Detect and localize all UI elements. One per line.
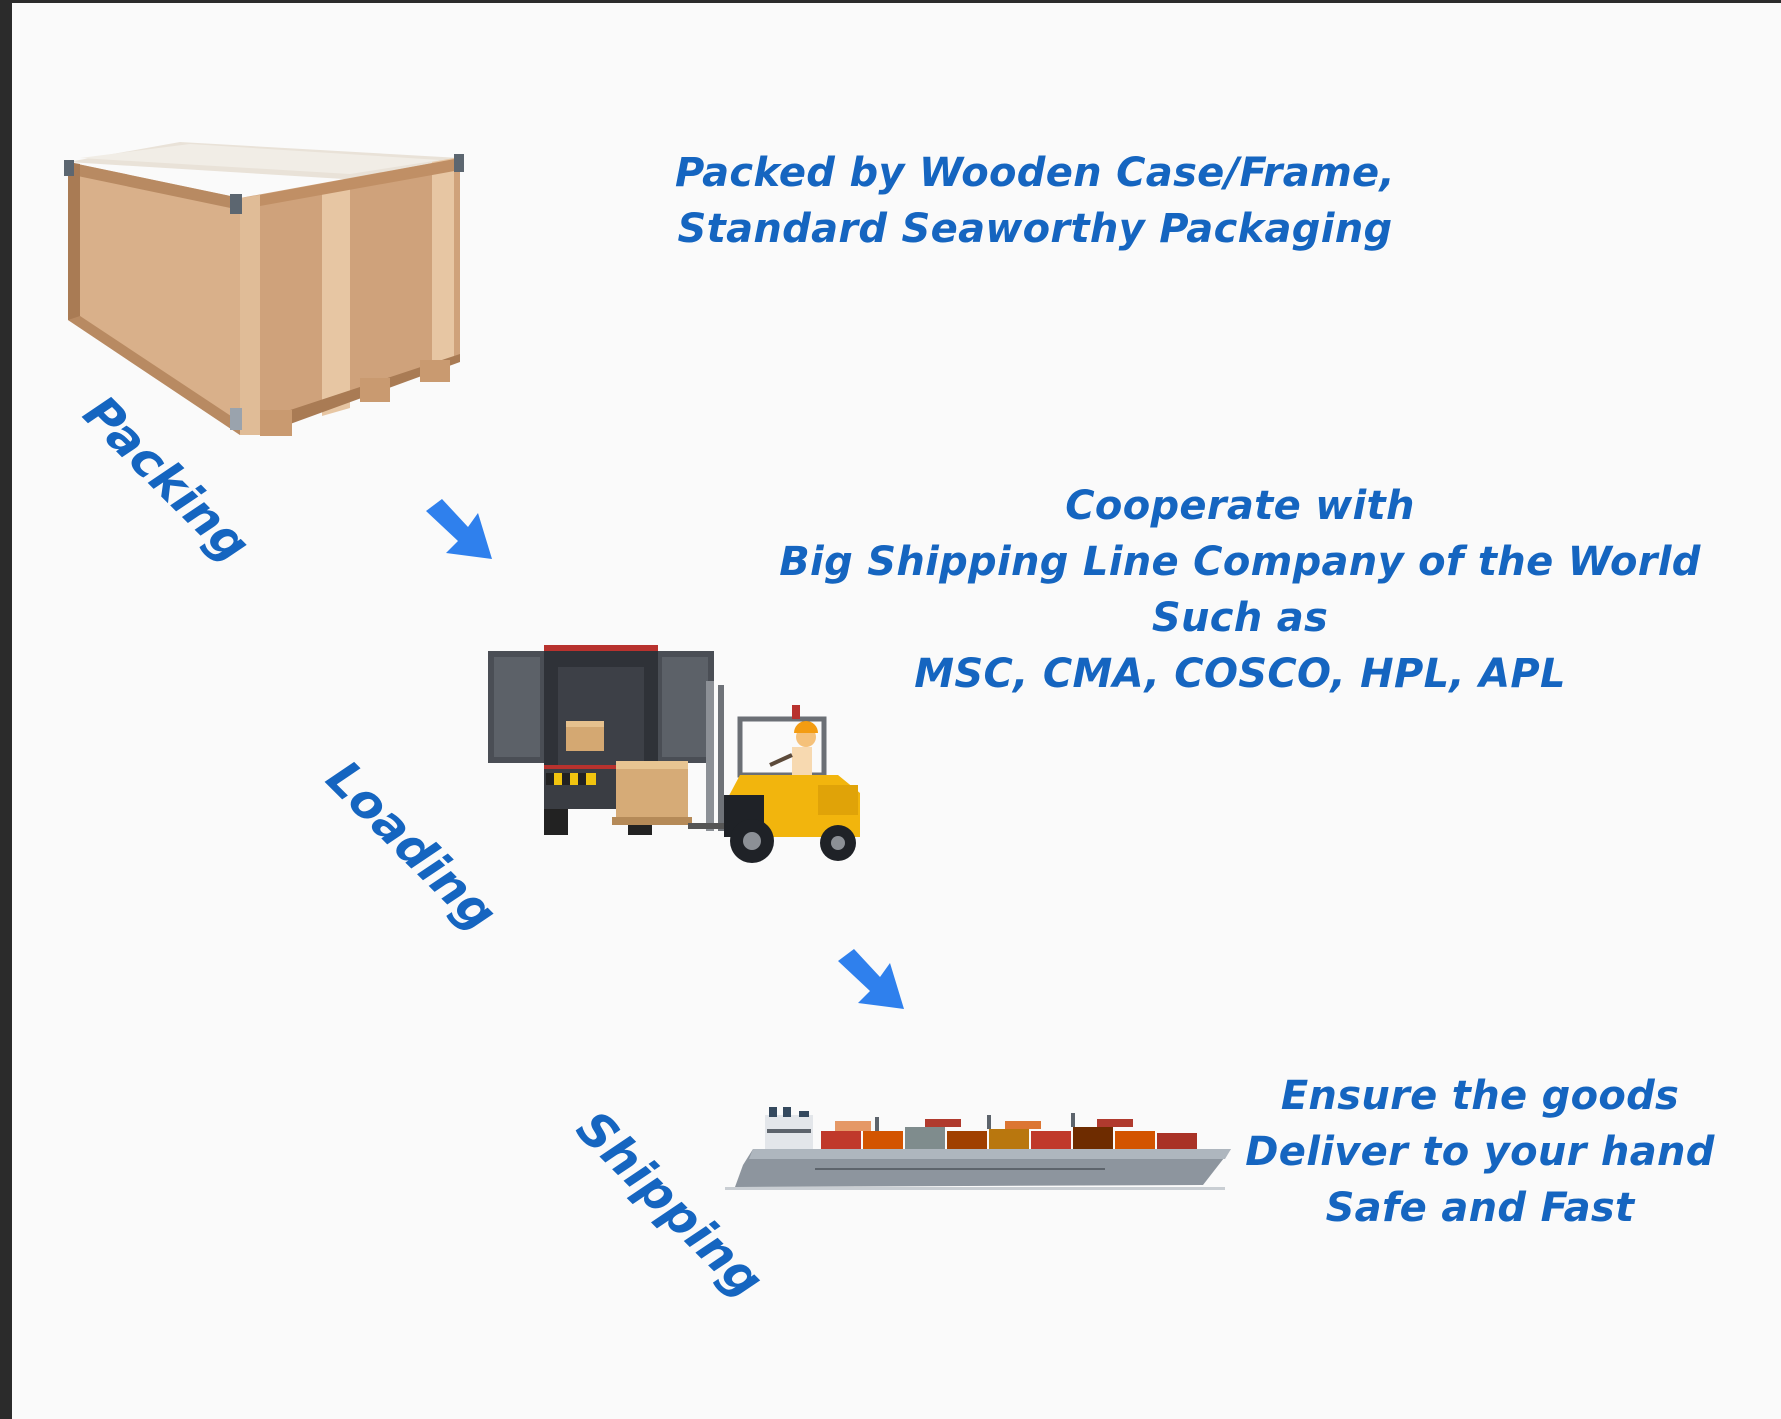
- loading-caption-line: Cooperate with: [1065, 483, 1415, 529]
- arrow-down-right-icon: [426, 499, 492, 559]
- container-ship-icon: [725, 1107, 1231, 1190]
- shipping-caption-line: Ensure the goods: [1280, 1073, 1680, 1119]
- packing-caption: Packed by Wooden Case/Frame, Standard Se…: [600, 145, 1470, 257]
- wooden-crate-icon: [64, 142, 464, 436]
- shipping-caption: Ensure the goods Deliver to your hand Sa…: [1200, 1068, 1760, 1236]
- step-label-loading: Loading: [315, 750, 508, 942]
- packing-caption-line: Standard Seaworthy Packaging: [677, 206, 1393, 252]
- packing-caption-line: Packed by Wooden Case/Frame,: [675, 150, 1395, 196]
- shipping-caption-line: Safe and Fast: [1325, 1185, 1635, 1231]
- top-border: [0, 0, 1781, 3]
- arrow-down-right-icon: [838, 949, 904, 1009]
- loading-caption-line: Such as: [1151, 595, 1329, 641]
- shipping-caption-line: Deliver to your hand: [1245, 1129, 1715, 1175]
- left-border: [0, 0, 12, 1419]
- loading-caption-line: MSC, CMA, COSCO, HPL, APL: [914, 651, 1566, 697]
- forklift-container-icon: [488, 645, 860, 863]
- loading-caption-line: Big Shipping Line Company of the World: [779, 539, 1701, 585]
- loading-caption: Cooperate with Big Shipping Line Company…: [740, 478, 1740, 702]
